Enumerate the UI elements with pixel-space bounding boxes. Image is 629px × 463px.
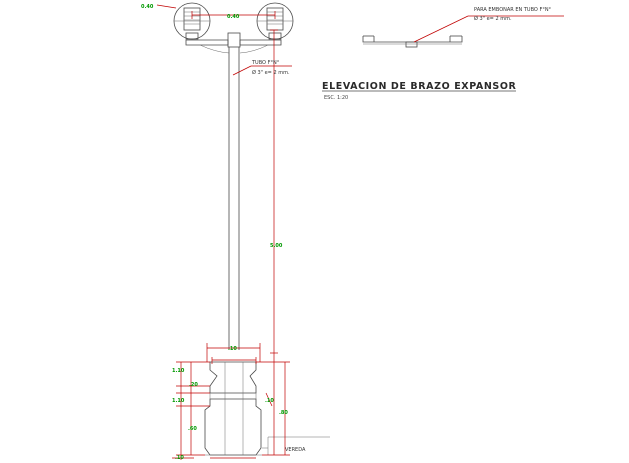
dim-side-b: 1.10 <box>172 398 185 404</box>
expander-arm <box>185 32 282 54</box>
sidewalk-label: VEREDA <box>285 447 306 453</box>
dim-pole-height: 5.00 <box>270 243 283 249</box>
dim-right-total: .80 <box>279 410 288 416</box>
dim-arm-width: 0.40 <box>227 14 240 20</box>
pole-shaft <box>228 47 240 350</box>
luminaire-left <box>173 2 211 40</box>
drawing-scale: ESC. 1:20 <box>324 95 348 101</box>
arm-detail <box>362 15 564 48</box>
dim-base-top: .10 <box>228 346 237 352</box>
dim-bottom-left: .10 <box>175 455 184 461</box>
pole-elevation <box>173 2 330 456</box>
dimension-lines <box>156 4 292 460</box>
dim-side-a: 1.10 <box>172 368 185 374</box>
luminaire-right <box>256 2 294 40</box>
labels: ELEVACION DE BRAZO EXPANSOR ESC. 1:20 TU… <box>251 7 552 453</box>
dim-lamp-left: 0.40 <box>141 4 154 10</box>
dimension-values: 0.40 0.40 5.00 .10 1.10 1.10 .20 .10 .60… <box>141 4 288 461</box>
pipe-spec: Ø 3" e= 2 mm. <box>252 69 290 76</box>
sidewalk <box>262 436 330 455</box>
dim-mid-left: .20 <box>189 382 198 388</box>
dim-mid-right: .10 <box>265 398 274 404</box>
arm-label: PARA EMBONAR EN TUBO F°N° <box>474 7 552 13</box>
arm-spec: Ø 3" e= 2 mm. <box>474 15 512 22</box>
concrete-base <box>204 361 262 456</box>
drawing-title: ELEVACION DE BRAZO EXPANSOR <box>322 81 517 92</box>
pipe-label: TUBO F°N° <box>251 60 280 66</box>
dim-lower-left: .60 <box>188 426 197 432</box>
